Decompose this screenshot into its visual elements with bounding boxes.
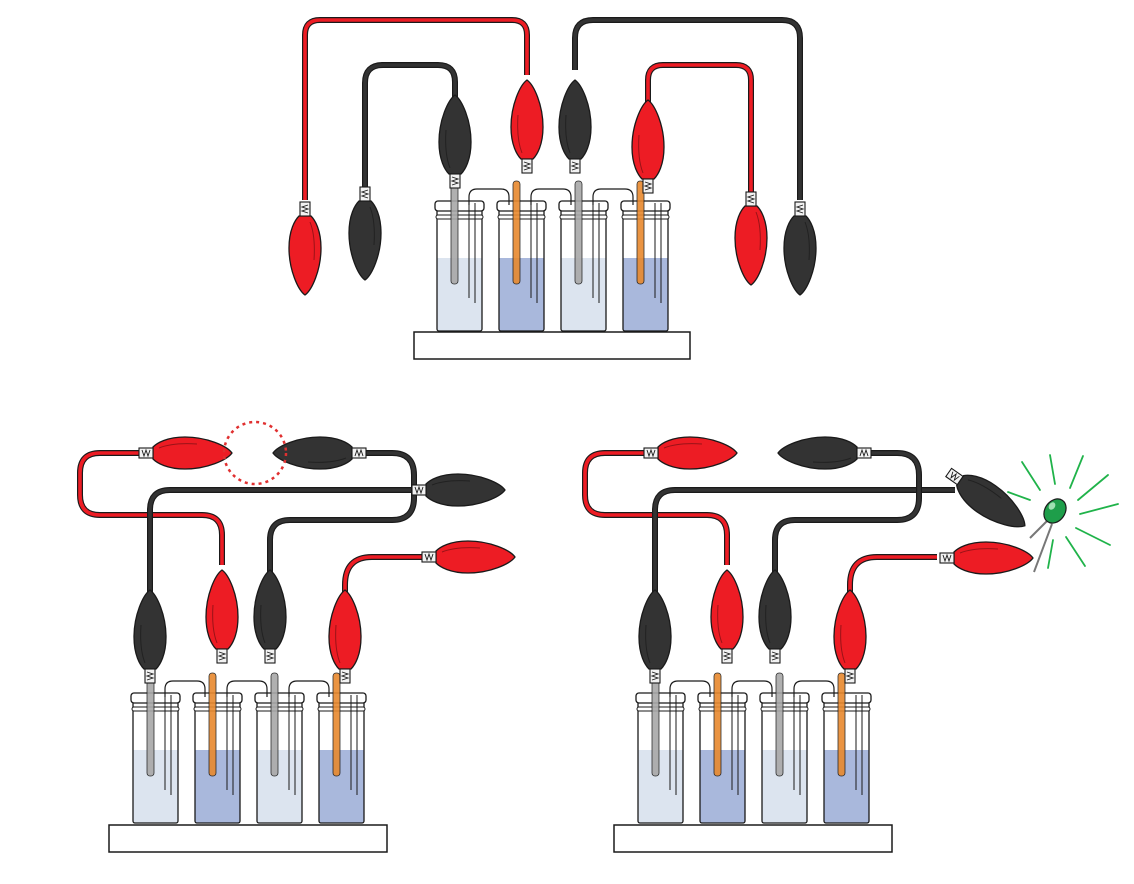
clips [638, 436, 1034, 684]
wire-black [652, 487, 955, 600]
wires [77, 450, 432, 600]
salt-bridge [226, 680, 268, 697]
wire-red [583, 451, 729, 565]
beaker-icon [697, 672, 748, 824]
beaker-icon [759, 672, 810, 824]
alligator-clip-icon [438, 94, 472, 189]
zinc-electrode [146, 672, 155, 777]
wire-red [303, 18, 529, 200]
alligator-clip-icon [945, 467, 1026, 528]
cell-row [130, 672, 367, 824]
wire-black [268, 451, 416, 575]
wire-black [147, 487, 420, 600]
setup-bottom-right [582, 436, 1119, 853]
copper-electrode [636, 180, 645, 285]
wire-black [773, 451, 921, 575]
beaker-icon [496, 180, 547, 332]
setup-bottom-left [77, 420, 516, 853]
alligator-clip-icon [421, 540, 516, 574]
salt-bridge [731, 680, 773, 697]
salt-bridge [669, 680, 711, 697]
beaker-icon [620, 180, 671, 332]
salt-bridge [530, 188, 572, 205]
wire-red [78, 451, 224, 565]
alligator-clip-icon [643, 436, 738, 470]
alligator-clip-icon [205, 569, 239, 664]
beaker-icon [558, 180, 609, 332]
alligator-clip-icon [138, 436, 233, 470]
clips [288, 79, 817, 296]
beaker-icon [130, 672, 181, 824]
alligator-clip-icon [631, 99, 665, 194]
wire-black [572, 17, 803, 200]
alligator-clip-icon [328, 589, 362, 684]
copper-electrode [713, 672, 722, 777]
wire-black [653, 488, 955, 600]
beaker-icon [192, 672, 243, 824]
copper-electrode [208, 672, 217, 777]
copper-electrode [512, 180, 521, 285]
wire-black [573, 18, 802, 200]
alligator-clip-icon [133, 589, 167, 684]
base-board [413, 331, 691, 360]
base-board [108, 824, 388, 853]
zinc-electrode [270, 672, 279, 777]
alligator-clip-icon [348, 186, 382, 281]
salt-bridge [592, 188, 634, 205]
alligator-clip-icon [638, 589, 672, 684]
salt-bridge [288, 680, 330, 697]
copper-electrode [837, 672, 846, 777]
wire-red [847, 554, 937, 598]
zinc-electrode [775, 672, 784, 777]
led-shine [1048, 502, 1056, 510]
wires [302, 17, 803, 200]
salt-bridge [164, 680, 206, 697]
zinc-electrode [574, 180, 583, 285]
beaker-icon [316, 672, 367, 824]
alligator-clip-icon [253, 569, 287, 664]
alligator-clip-icon [411, 473, 506, 507]
base-board [613, 824, 893, 853]
cell-row [635, 672, 872, 824]
beaker-icon [434, 180, 485, 332]
salt-bridge [468, 188, 510, 205]
wire-red [342, 554, 432, 598]
alligator-clip-icon [939, 541, 1034, 575]
led-leg [1029, 519, 1049, 539]
wire-red [343, 555, 432, 598]
setup-top [288, 17, 817, 360]
beaker-icon [254, 672, 305, 824]
wire-black [148, 488, 420, 600]
led-leg [1033, 523, 1053, 573]
alligator-clip-icon [758, 569, 792, 664]
alligator-clip-icon [710, 569, 744, 664]
alligator-clip-icon [783, 201, 817, 296]
alligator-clip-icon [734, 191, 768, 286]
wire-red [645, 62, 754, 195]
connection-highlight-circle [222, 420, 288, 486]
wire-black [363, 63, 457, 195]
wire-red [848, 555, 937, 598]
copper-electrode [332, 672, 341, 777]
led-glow-rays [1007, 454, 1119, 569]
zinc-electrode [651, 672, 660, 777]
led-icon [1007, 454, 1119, 573]
alligator-clip-icon [833, 589, 867, 684]
alligator-clip-icon [272, 436, 367, 470]
salt-bridge [793, 680, 835, 697]
alligator-clip-icon [288, 201, 322, 296]
wires [582, 450, 955, 600]
beaker-icon [635, 672, 686, 824]
alligator-clip-icon [558, 79, 592, 174]
led-body [1043, 498, 1067, 524]
wire-red [646, 63, 753, 195]
zinc-electrode [450, 180, 459, 285]
cell-row [434, 180, 671, 332]
clips [133, 436, 516, 684]
alligator-clip-icon [777, 436, 872, 470]
beaker-icon [821, 672, 872, 824]
alligator-clip-icon [510, 79, 544, 174]
wire-red [302, 17, 530, 200]
